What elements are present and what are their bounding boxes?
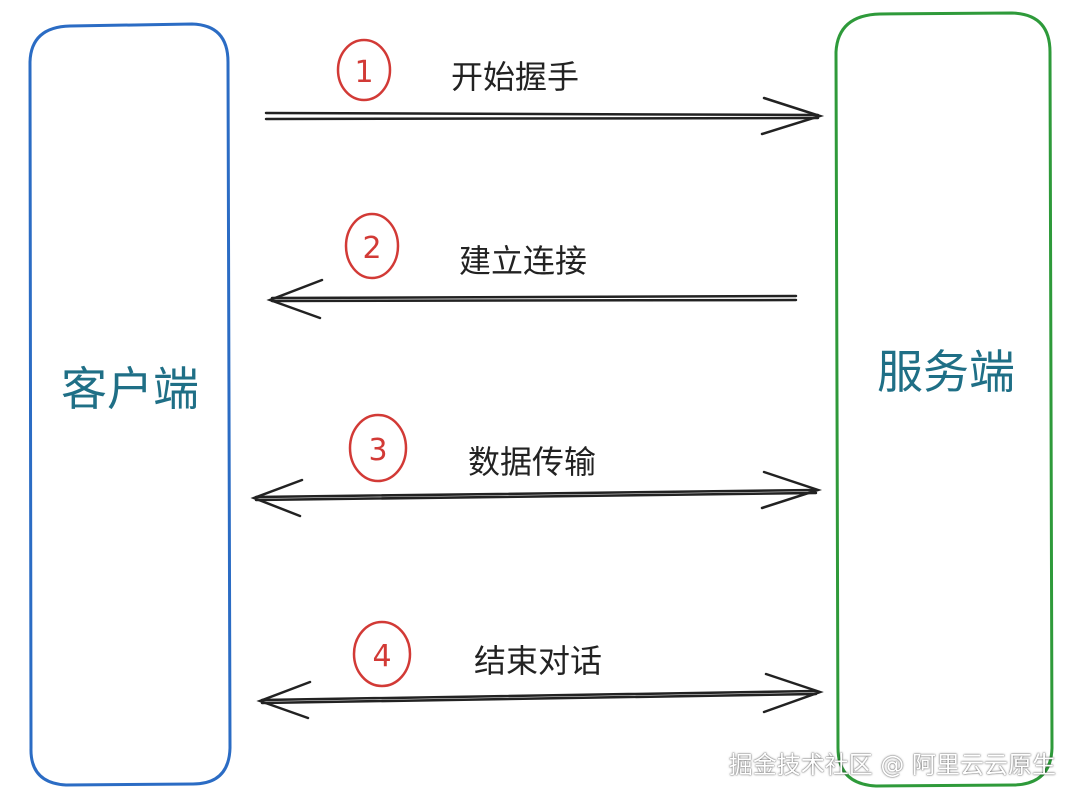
step-4-label: 结束对话	[474, 642, 602, 680]
client-label: 客户端	[61, 362, 199, 416]
step-3: 3 数据传输	[250, 413, 823, 518]
step-3-number: 3	[368, 433, 387, 468]
step-3-number-circle	[348, 413, 408, 483]
client-box	[28, 22, 232, 787]
step-1-label: 开始握手	[451, 58, 579, 96]
step-4: 4 结束对话	[256, 620, 824, 720]
step-2: 2 建立连接	[266, 212, 798, 320]
watermark: 掘金技术社区 @ 阿里云云原生	[728, 751, 1056, 779]
step-3-label: 数据传输	[468, 443, 596, 481]
client-node: 客户端	[28, 22, 232, 787]
step-1: 1 开始握手	[264, 38, 825, 136]
server-label: 服务端	[877, 345, 1015, 399]
step-4-number: 4	[372, 639, 391, 674]
step-4-arrow	[256, 672, 824, 720]
server-node: 服务端	[834, 11, 1054, 788]
step-1-arrow	[264, 96, 825, 136]
step-2-number: 2	[362, 231, 381, 266]
step-1-number: 1	[354, 55, 373, 90]
step-1-number-circle	[336, 38, 392, 102]
step-2-label: 建立连接	[459, 242, 587, 280]
server-box	[834, 11, 1054, 788]
step-4-number-circle	[352, 620, 412, 688]
step-2-arrow	[266, 278, 798, 320]
step-3-arrow	[250, 470, 823, 518]
step-2-number-circle	[344, 212, 400, 280]
